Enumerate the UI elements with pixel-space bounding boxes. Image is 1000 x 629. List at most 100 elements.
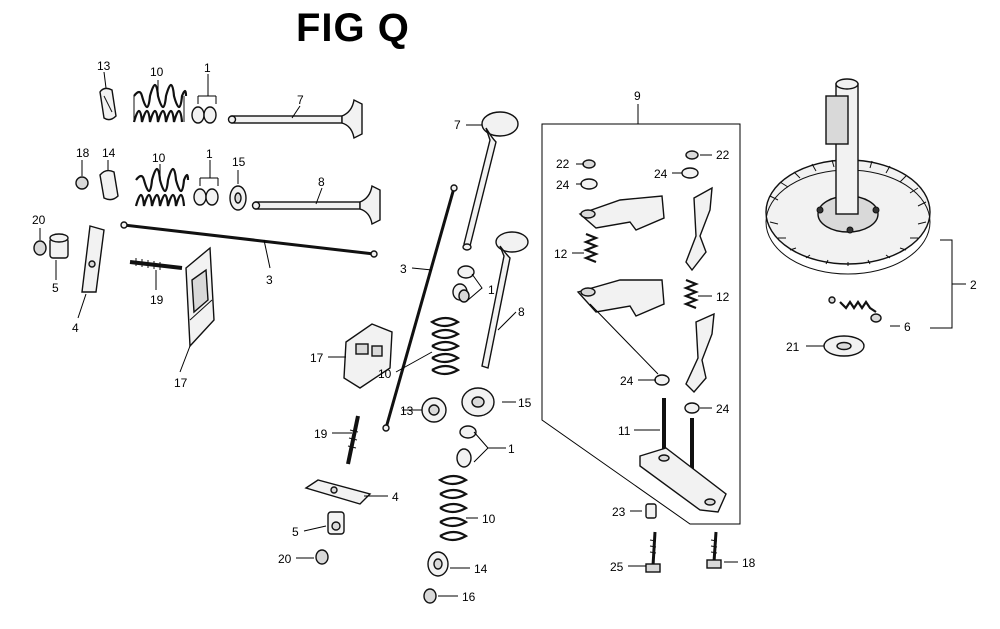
rocker-arm-4-center bbox=[304, 479, 372, 505]
callout-14: 14 bbox=[102, 146, 116, 160]
rocker-arm-4-left bbox=[81, 225, 105, 293]
cam-follower-arm-upper-left bbox=[578, 195, 665, 231]
intake-valve-7-horizontal bbox=[227, 98, 363, 140]
callout-1: 1 bbox=[488, 283, 495, 297]
washer-22-right bbox=[685, 150, 699, 160]
callout-17: 17 bbox=[174, 376, 188, 390]
valve-cotter-1-center-bottom bbox=[456, 425, 477, 468]
callout-6: 6 bbox=[904, 320, 911, 334]
callout-7: 7 bbox=[297, 93, 304, 107]
washer-22-left bbox=[582, 159, 596, 169]
callout-4: 4 bbox=[72, 321, 79, 335]
callout-15: 15 bbox=[232, 155, 246, 169]
valve-retainer-15-center bbox=[461, 387, 495, 417]
washer-24-left-mid bbox=[654, 374, 670, 386]
push-rod-3-vertical bbox=[382, 184, 458, 432]
bolt-18-upper-left-bracket bbox=[930, 239, 966, 329]
pivot-5-left bbox=[49, 233, 69, 259]
callout-8: 8 bbox=[518, 305, 525, 319]
bolt-25 bbox=[645, 531, 661, 573]
figure-title: FIG Q bbox=[296, 6, 410, 50]
push-rod-guide-17-left bbox=[185, 246, 215, 348]
valve-spring-10-lower bbox=[437, 474, 469, 542]
callout-14: 14 bbox=[474, 562, 488, 576]
callout-16: 16 bbox=[462, 590, 476, 604]
intake-valve-7-vertical bbox=[462, 111, 519, 251]
callout-2: 2 bbox=[970, 278, 977, 292]
valve-spring-10-top bbox=[132, 83, 188, 123]
callout-24: 24 bbox=[716, 402, 730, 416]
washer-24-right-mid bbox=[684, 402, 700, 414]
valve-cap-18-top bbox=[75, 176, 89, 190]
nut-20-center bbox=[315, 549, 329, 565]
callout-11: 11 bbox=[618, 424, 631, 438]
valve-retainer-15-top bbox=[229, 185, 247, 211]
callout-22: 22 bbox=[556, 157, 570, 171]
valve-retainer-14-top bbox=[99, 169, 119, 201]
cam-follower-arm-upper-right bbox=[685, 186, 713, 272]
callout-22: 22 bbox=[716, 148, 730, 162]
callout-18: 18 bbox=[742, 556, 756, 570]
callout-5: 5 bbox=[52, 281, 59, 295]
valve-retainer-13-top bbox=[99, 87, 117, 121]
valve-spring-10-center bbox=[429, 316, 461, 376]
callout-12: 12 bbox=[716, 290, 730, 304]
camshaft-gear-2 bbox=[765, 78, 931, 275]
callout-10: 10 bbox=[152, 151, 166, 165]
callout-3: 3 bbox=[400, 262, 407, 276]
callout-12: 12 bbox=[554, 247, 568, 261]
bolt-18-lower bbox=[706, 531, 722, 569]
washer-24-right-top bbox=[681, 167, 699, 179]
callout-15: 15 bbox=[518, 396, 532, 410]
callout-24: 24 bbox=[556, 178, 570, 192]
callout-7: 7 bbox=[454, 118, 461, 132]
callout-23: 23 bbox=[612, 505, 626, 519]
valve-cotter-1-mid bbox=[193, 188, 219, 206]
callout-19: 19 bbox=[150, 293, 164, 307]
dowel-23 bbox=[645, 503, 657, 519]
callout-20: 20 bbox=[32, 213, 46, 227]
callout-1: 1 bbox=[204, 61, 211, 75]
callout-labels: 13 10 1 7 18 14 10 1 15 8 20 5 3 4 19 17… bbox=[32, 59, 977, 604]
callout-20: 20 bbox=[278, 552, 292, 566]
spring-12-right bbox=[683, 278, 699, 310]
callout-8: 8 bbox=[318, 175, 325, 189]
callout-24: 24 bbox=[620, 374, 634, 388]
valve-cotter-1-top bbox=[191, 106, 217, 124]
exhaust-valve-8-horizontal bbox=[251, 184, 381, 226]
valve-retainer-14-lower bbox=[427, 551, 449, 577]
exhaust-valve-8-vertical bbox=[481, 231, 529, 369]
callout-24: 24 bbox=[654, 167, 668, 181]
pivot-5-center bbox=[327, 511, 345, 535]
washer-24-left-top bbox=[580, 178, 598, 190]
callout-1: 1 bbox=[508, 442, 515, 456]
valve-cap-16 bbox=[423, 588, 437, 604]
callout-18: 18 bbox=[76, 146, 90, 160]
valve-cotter-1-center-top bbox=[452, 265, 475, 303]
push-rod-guide-17-center bbox=[343, 323, 393, 389]
valve-spring-10-mid bbox=[134, 167, 190, 207]
callout-10: 10 bbox=[482, 512, 496, 526]
push-rod-3-horizontal bbox=[120, 221, 378, 258]
callout-19: 19 bbox=[314, 427, 328, 441]
callout-9: 9 bbox=[634, 89, 641, 103]
callout-5: 5 bbox=[292, 525, 299, 539]
callout-13: 13 bbox=[97, 59, 111, 73]
spring-6 bbox=[828, 296, 882, 323]
callout-10: 10 bbox=[378, 367, 392, 381]
rocker-stud-19-center bbox=[346, 415, 360, 465]
callout-4: 4 bbox=[392, 490, 399, 504]
washer-21 bbox=[823, 335, 865, 357]
callout-3: 3 bbox=[266, 273, 273, 287]
leader-lines bbox=[39, 71, 900, 597]
valve-retainer-13-center bbox=[421, 397, 447, 423]
nut-20-left bbox=[33, 240, 47, 256]
callout-25: 25 bbox=[610, 560, 624, 574]
assembly-box-9 bbox=[541, 123, 741, 525]
callout-13: 13 bbox=[400, 404, 414, 418]
callout-17: 17 bbox=[310, 351, 324, 365]
cam-follower-arm-lower-left bbox=[576, 279, 665, 317]
callout-10: 10 bbox=[150, 65, 164, 79]
rocker-stud-19-left bbox=[129, 258, 183, 270]
